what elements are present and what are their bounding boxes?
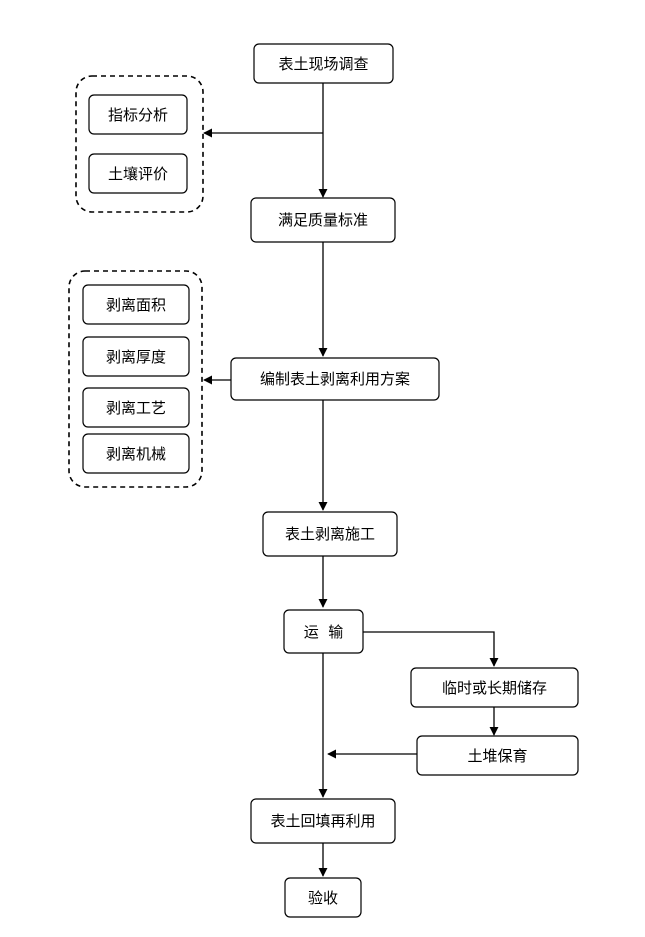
svg-text:土壤评价: 土壤评价	[108, 165, 168, 183]
svg-text:编制表土剥离利用方案: 编制表土剥离利用方案	[260, 370, 410, 388]
analysis-group	[75, 75, 204, 213]
svg-text:表土回填再利用: 表土回填再利用	[270, 812, 375, 830]
svg-text:指标分析: 指标分析	[108, 106, 168, 124]
edge-transport-to-storage	[363, 631, 499, 667]
svg-text:剥离机械: 剥离机械	[106, 445, 166, 463]
node-meet-standard: 满足质量标准	[250, 197, 396, 243]
svg-text:表土现场调查: 表土现场调查	[278, 55, 368, 73]
node-maintenance: 土堆保育	[416, 735, 579, 776]
node-storage: 临时或长期储存	[410, 667, 579, 708]
node-plan: 编制表土剥离利用方案	[230, 357, 440, 401]
node-survey: 表土现场调查	[253, 43, 394, 84]
svg-text:运 输: 运 输	[304, 623, 344, 641]
node-soil-eval: 土壤评价	[88, 153, 188, 194]
svg-text:剥离面积: 剥离面积	[106, 296, 166, 314]
node-strip-thickness: 剥离厚度	[82, 336, 190, 377]
node-backfill: 表土回填再利用	[250, 798, 396, 844]
svg-text:剥离工艺: 剥离工艺	[106, 399, 166, 417]
svg-text:验收: 验收	[308, 889, 338, 907]
node-transport: 运 输	[283, 609, 364, 654]
svg-text:临时或长期储存: 临时或长期储存	[442, 679, 547, 697]
node-strip-area: 剥离面积	[82, 284, 190, 325]
node-strip-process: 剥离工艺	[82, 387, 190, 428]
node-index-analysis: 指标分析	[88, 94, 188, 135]
svg-text:满足质量标准: 满足质量标准	[278, 211, 368, 229]
svg-text:表土剥离施工: 表土剥离施工	[285, 525, 375, 543]
node-strip-machine: 剥离机械	[82, 433, 190, 474]
svg-text:剥离厚度: 剥离厚度	[106, 348, 166, 366]
node-acceptance: 验收	[284, 877, 362, 918]
svg-text:土堆保育: 土堆保育	[467, 747, 527, 765]
node-construction: 表土剥离施工	[262, 511, 398, 557]
strip-params-group	[68, 270, 203, 488]
